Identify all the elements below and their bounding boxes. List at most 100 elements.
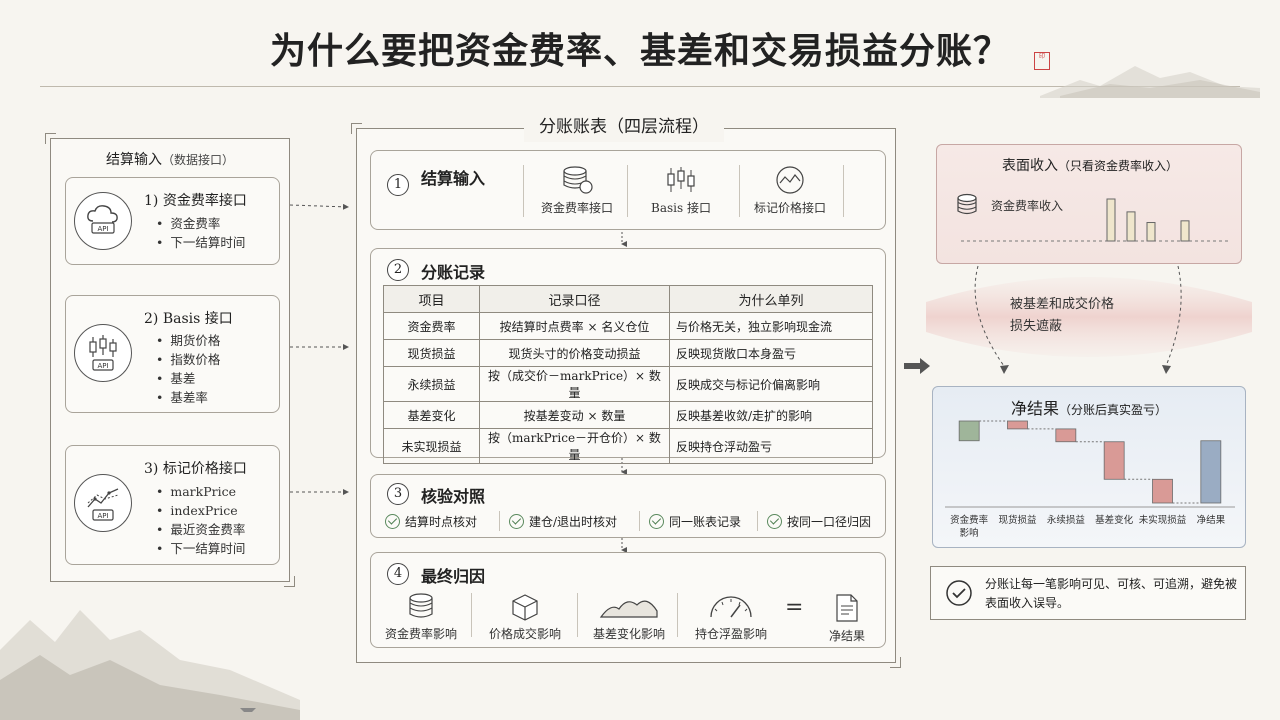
candlestick-icon [667, 167, 695, 192]
api-field-list: markPrice indexPrice 最近资金费率 下一结算时间 [156, 482, 245, 558]
table-row: 基差变化 按基差变动 × 数量 反映基差收敛/走扩的影响 [383, 401, 873, 429]
api-card-funding-rate[interactable]: API 1) 资金费率接口 资金费率 下一结算时间 [65, 177, 280, 265]
net-result-title: 净结果（分账后真实盈亏） [1010, 399, 1168, 418]
waterfall-bar [1103, 441, 1125, 480]
attribution-net-result: 净结果 [817, 593, 877, 644]
table-header-row: 项目 记录口径 为什么单列 [383, 285, 873, 313]
cloud-api-icon: API [74, 192, 132, 250]
x-tick-label-extra: 影响 [960, 527, 979, 539]
surface-income-legend: 资金费率收入 [991, 199, 1064, 213]
stage-ledger-records[interactable]: 2 分账记录 项目 记录口径 为什么单列 资金费率 按结算时点费率 × 名义仓位… [370, 248, 886, 464]
surface-bar [1180, 220, 1190, 242]
waterfall-bar [1055, 428, 1077, 443]
attribution-basis: 基差变化影响 [581, 593, 677, 642]
attribution-funding: 资金费率影响 [375, 593, 467, 642]
table-row: 永续损益 按（成交价－markPrice）× 数量 反映成交与标记价偏离影响 [383, 366, 873, 402]
stage-number: 4 [387, 563, 409, 585]
surface-income-panel: 表面收入（只看资金费率收入） 资金费率收入 [936, 144, 1242, 264]
check-circle-icon [385, 514, 400, 529]
table-row: 现货损益 现货头寸的价格变动损益 反映现货敞口本身盈亏 [383, 339, 873, 367]
x-tick-label: 永续损益 [1047, 514, 1086, 526]
coin-stack-icon [957, 193, 977, 215]
api-title: 3) 标记价格接口 [144, 461, 247, 477]
check-item: 同一账表记录 [649, 513, 741, 530]
surface-bar [1106, 198, 1116, 242]
conclusion-box: 分账让每一笔影响可见、可核、可追溯，避免被表面收入误导。 [930, 566, 1246, 620]
stage-connectors [621, 232, 627, 553]
surface-income-title: 表面收入（只看资金费率收入） [1001, 158, 1178, 174]
page-title: 为什么要把资金费率、基差和交易损益分账？ [269, 30, 1010, 72]
api-field-list: 期货价格 指数价格 基差 基差率 [156, 331, 220, 407]
check-item: 按同一口径归因 [767, 513, 871, 530]
check-circle-icon [946, 580, 972, 606]
result-arrow-icon [904, 358, 930, 374]
svg-text:API: API [97, 362, 108, 370]
stage1-item-mark-price: 标记价格接口 [741, 165, 839, 216]
table-row: 未实现损益 按（markPrice－开仓价）× 数量 反映持仓浮动盈亏 [383, 428, 873, 464]
waterfall-bar [1007, 420, 1028, 430]
stage-verification[interactable]: 3 核验对照 结算时点核对 建仓/退出时核对 同一账表记录 按同一口径归因 [370, 474, 886, 538]
attribution-price: 价格成交影响 [477, 593, 573, 642]
stage1-item-funding: 资金费率接口 [529, 165, 625, 216]
input-arrows [290, 203, 349, 495]
document-icon [836, 594, 858, 622]
mountain-curve-icon [599, 600, 658, 618]
api-card-basis[interactable]: API 2) Basis 接口 期货价格 指数价格 基差 基差率 [65, 295, 280, 413]
x-tick-label: 基差变化 [1095, 514, 1134, 526]
stage-number: 2 [387, 259, 409, 281]
title-divider [40, 86, 1240, 87]
ledger-table: 项目 记录口径 为什么单列 资金费率 按结算时点费率 × 名义仓位 与价格无关，… [383, 285, 873, 464]
check-item: 建仓/退出时核对 [509, 513, 617, 530]
stage-final-attribution[interactable]: 4 最终归因 资金费率影响 价格成交影响 基差变化影响 持仓浮盈影响 = [370, 552, 886, 648]
check-circle-icon [767, 514, 782, 529]
svg-text:API: API [97, 225, 108, 233]
check-circle-icon [649, 514, 664, 529]
x-tick-label: 资金费率 [950, 514, 989, 526]
trend-circle-icon [776, 166, 804, 194]
waterfall-bar [958, 420, 980, 442]
seal-stamp: 印 [1034, 52, 1050, 70]
x-tick-label: 净结果 [1197, 514, 1226, 526]
mountain-decoration-top [1040, 66, 1260, 98]
waterfall-bar [1152, 478, 1173, 504]
mask-band [926, 265, 1252, 374]
x-tick-label: 现货损益 [998, 514, 1037, 526]
net-result-panel: 净结果（分账后真实盈亏） 资金费率影响 现货损益永续损益基差变化未实现损益净结果 [932, 386, 1246, 548]
svg-text:API: API [97, 512, 108, 520]
mountain-decoration-bottom [0, 610, 300, 720]
candlestick-api-icon: API [74, 324, 132, 382]
stage-title: 结算输入 [421, 169, 486, 188]
surface-bar [1146, 222, 1156, 242]
check-item: 结算时点核对 [385, 513, 477, 530]
net-result-waterfall-chart: 资金费率影响 现货损益永续损益基差变化未实现损益净结果 [945, 420, 1235, 539]
surface-income-bars [961, 198, 1231, 242]
surface-bar [1126, 211, 1136, 242]
api-field-list: 资金费率 下一结算时间 [156, 214, 245, 252]
coin-stack-icon [409, 593, 433, 618]
conclusion-text: 分账让每一笔影响可见、可核、可追溯，避免被表面收入误导。 [985, 577, 1238, 610]
ledger-flow-header: 分账账表（四层流程） [524, 112, 724, 142]
line-chart-api-icon: API [74, 474, 132, 532]
api-title: 2) Basis 接口 [144, 311, 233, 327]
table-row: 资金费率 按结算时点费率 × 名义仓位 与价格无关，独立影响现金流 [383, 312, 873, 340]
stage-title: 最终归因 [421, 567, 486, 586]
stage1-item-basis: Basis 接口 [633, 165, 729, 216]
x-tick-label: 未实现损益 [1139, 514, 1187, 526]
api-title: 1) 资金费率接口 [144, 193, 247, 209]
coin-stack-icon [563, 166, 593, 194]
equals-sign: = [785, 595, 804, 620]
settlement-input-panel: 结算输入（数据接口） API 1) 资金费率接口 资金费率 下一结算时间 [45, 133, 295, 587]
cube-icon [512, 594, 538, 621]
settlement-input-header: 结算输入（数据接口） [105, 152, 234, 168]
api-card-mark-price[interactable]: API 3) 标记价格接口 markPrice indexPrice 最近资金费… [65, 445, 280, 565]
stage-number: 3 [387, 483, 409, 505]
check-circle-icon [509, 514, 524, 529]
stage-title: 分账记录 [421, 263, 486, 282]
stage-title: 核验对照 [421, 487, 486, 506]
stage-settlement-input[interactable]: 1 结算输入 资金费率接口 Basis 接口 标记价格接口 [370, 150, 886, 230]
stage-number: 1 [387, 174, 409, 196]
mask-caption: 被基差和成交价格 损失遮蔽 [1010, 297, 1115, 334]
attribution-unrealized: 持仓浮盈影响 [683, 593, 779, 642]
waterfall-bar [1200, 440, 1222, 504]
gauge-icon [710, 596, 752, 618]
